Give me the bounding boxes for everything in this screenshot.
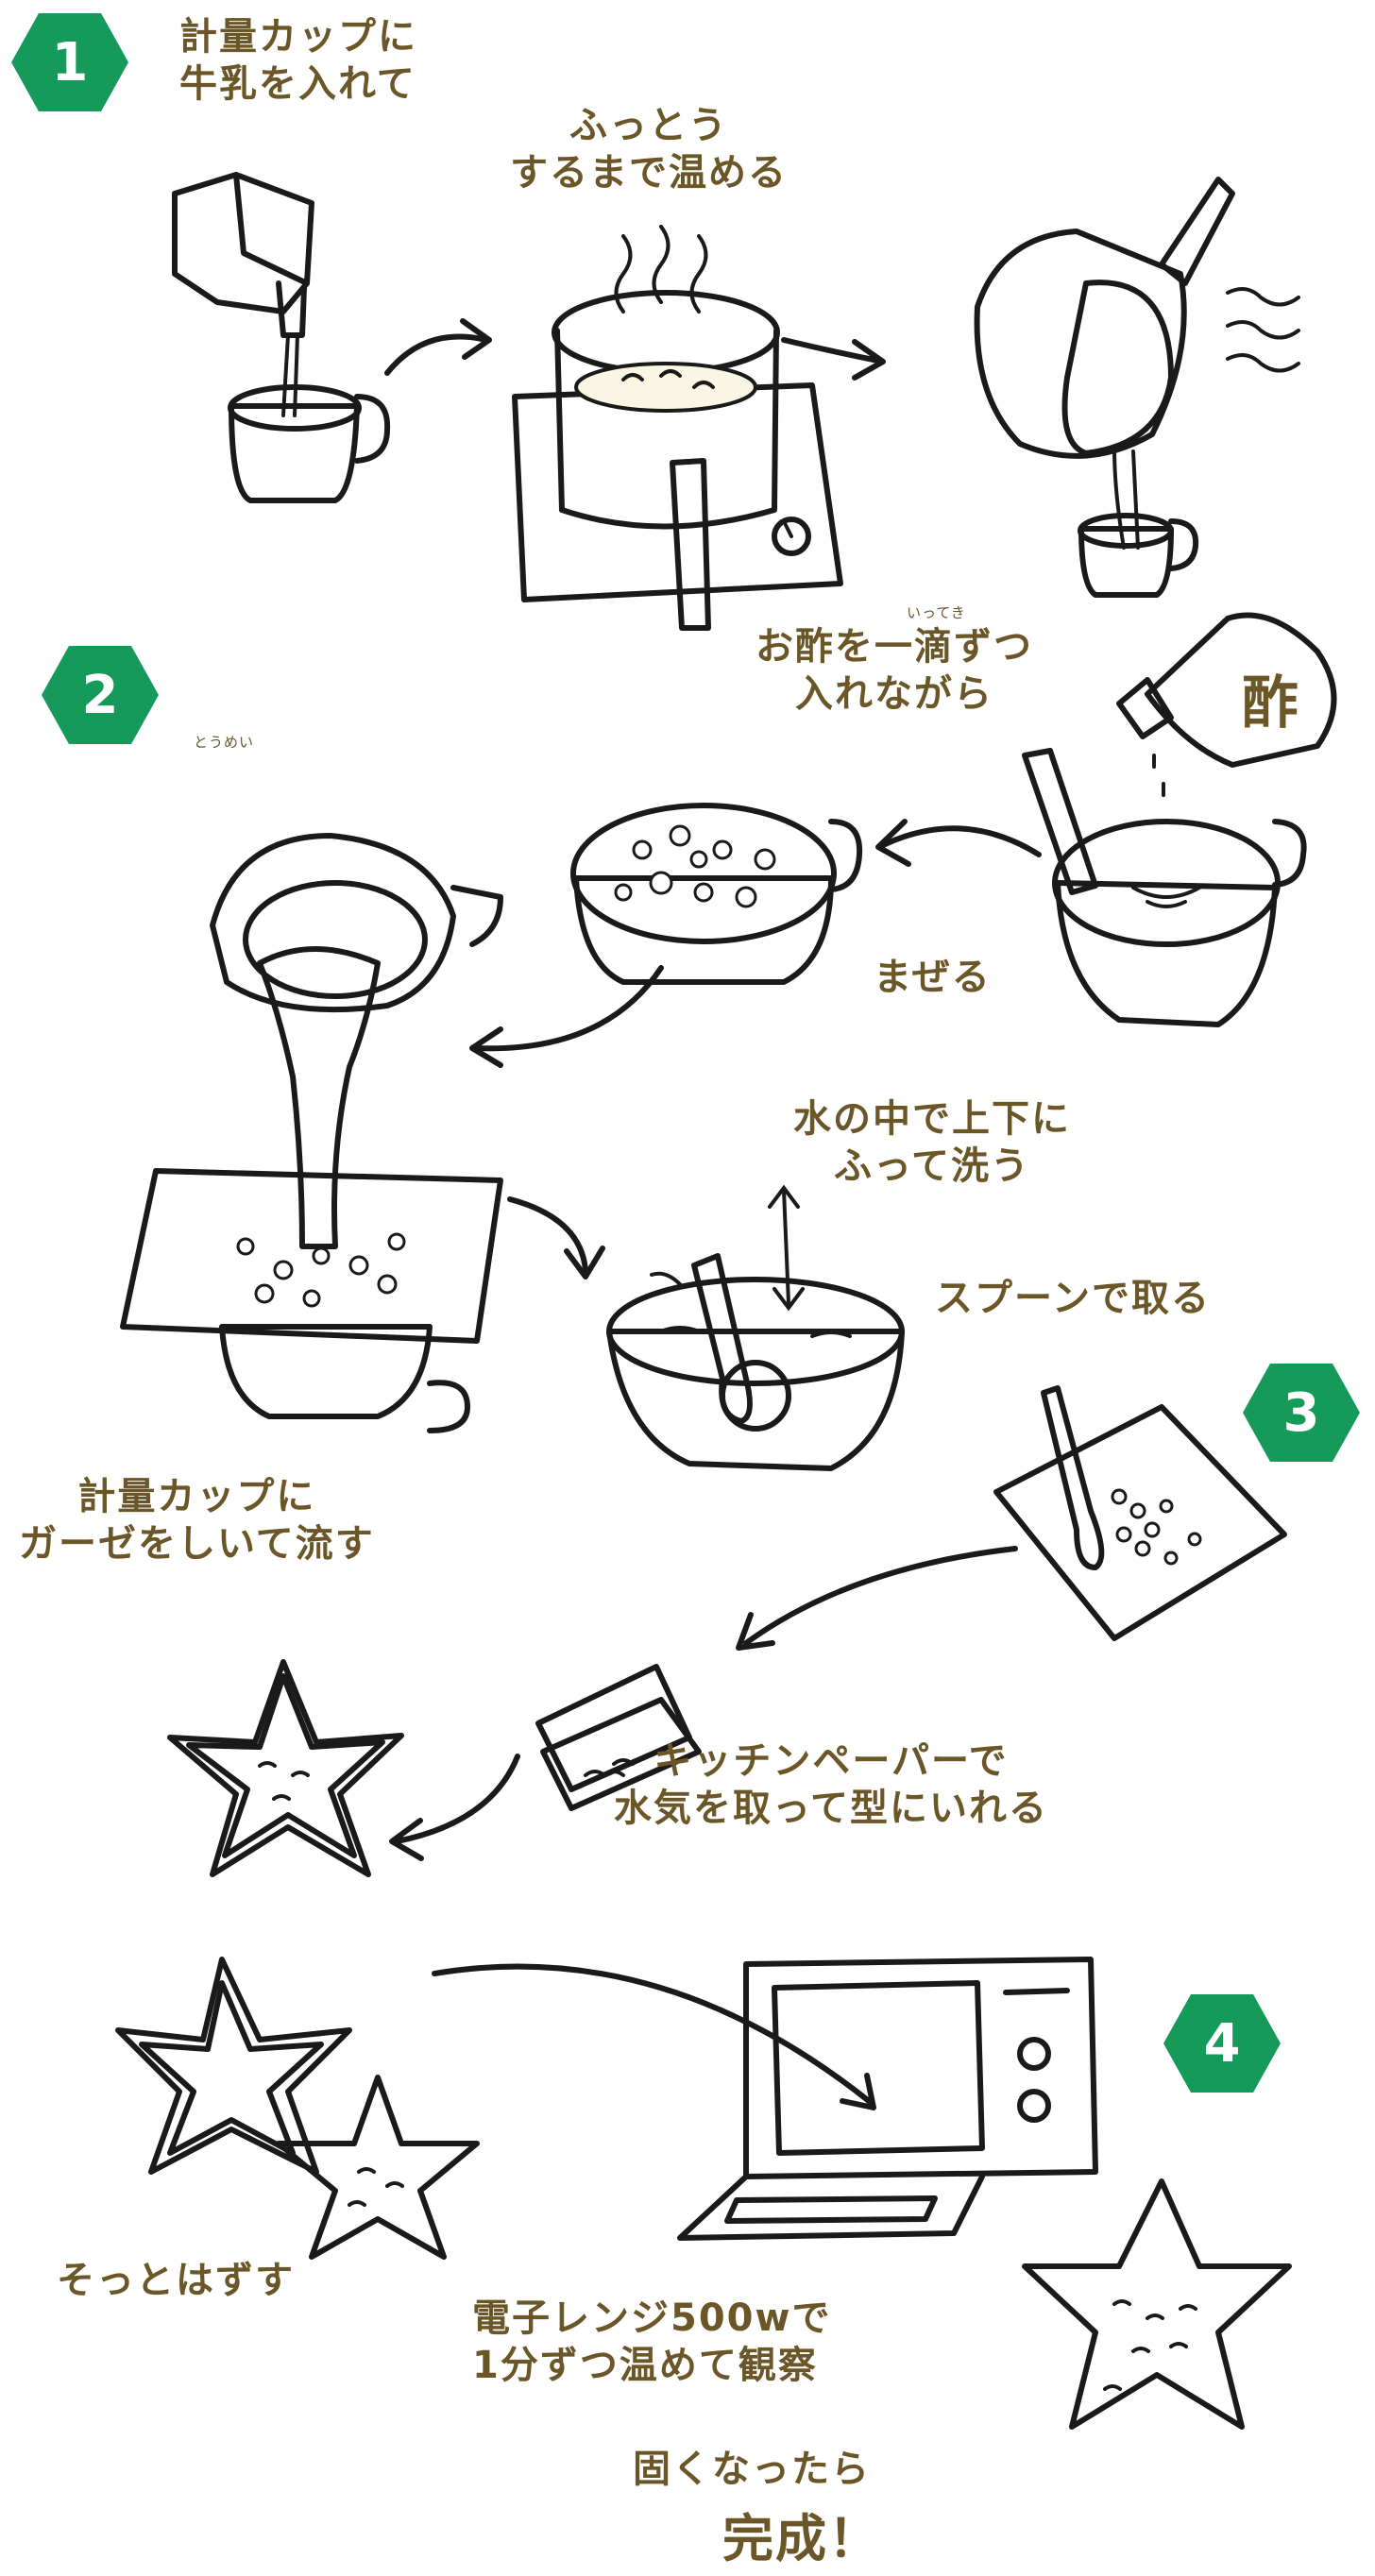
label-gauze-pour: 計量カップに ガーゼをしいて流す xyxy=(19,1475,375,1566)
gauze-cup-icon xyxy=(120,1168,503,1433)
hexagon-icon xyxy=(1163,1994,1281,2093)
arrowhead-icon xyxy=(564,1246,605,1280)
hexagon-icon xyxy=(42,646,159,744)
label-wash: 水の中で上下に ふって洗う xyxy=(793,1097,1071,1188)
label-complete: 完成！ xyxy=(722,2509,881,2568)
pouring-pan-icon xyxy=(974,177,1300,550)
arrow-icon xyxy=(743,1546,1018,1646)
label-add-vinegar: お酢を一滴ずつ 入れながら xyxy=(755,625,1033,716)
arrow-icon xyxy=(781,337,881,364)
step-number: 3 xyxy=(1282,1381,1320,1444)
water-bowl-icon xyxy=(606,1184,905,1471)
empty-star-mold-icon xyxy=(115,1957,352,2175)
curd-pot-icon xyxy=(570,803,863,985)
svg-text:酢: 酢 xyxy=(1242,670,1299,737)
microwave-icon xyxy=(677,1957,1098,2241)
label-scoop-spoon: スプーンで取る xyxy=(935,1277,1211,1320)
arrowhead-icon xyxy=(840,2073,876,2110)
label-measure-milk: 計量カップに 牛乳を入れて xyxy=(179,15,417,106)
arrow-icon xyxy=(432,1963,872,2104)
arrowhead-icon xyxy=(460,318,492,360)
boiling-pot-icon xyxy=(552,225,780,631)
step-badge-3: 3 xyxy=(1239,1360,1364,1466)
arrowhead-icon xyxy=(852,339,886,381)
arrow-icon xyxy=(880,825,1042,857)
hexagon-icon xyxy=(1243,1364,1360,1462)
ruby-clear: とうめい xyxy=(194,734,255,751)
vinegar-bottle-icon: 酢 xyxy=(1116,612,1337,797)
step-number: 2 xyxy=(81,664,119,726)
arrow-icon xyxy=(394,1754,520,1844)
finished-star-icon xyxy=(1022,2178,1292,2430)
arrowhead-icon xyxy=(469,1026,503,1068)
arrowhead-icon xyxy=(875,819,911,867)
milk-carton-icon xyxy=(172,172,314,417)
label-when-hard: 固くなったら xyxy=(633,2448,871,2491)
arrowhead-icon xyxy=(389,1818,424,1861)
step-number: 1 xyxy=(51,31,89,93)
plate-icon xyxy=(993,1385,1287,1641)
pouring-pot-icon xyxy=(210,833,503,1249)
star-mold-icon xyxy=(167,1659,404,1877)
cheese-star-icon xyxy=(276,2075,480,2260)
measuring-cup-icon xyxy=(228,384,391,503)
label-mix: まぜる xyxy=(874,956,992,999)
arrowhead-icon xyxy=(736,1612,775,1651)
label-remove-gently: そっとはずす xyxy=(57,2259,295,2302)
step-number: 4 xyxy=(1203,2012,1241,2075)
arrow-icon xyxy=(474,965,664,1052)
arrow-icon xyxy=(384,333,489,376)
label-microwave: 電子レンジ500wで 1分ずつ温めて観察 xyxy=(472,2296,832,2387)
arrow-icon xyxy=(507,1196,588,1273)
step-badge-4: 4 xyxy=(1160,1991,1284,2096)
step-badge-1: 1 xyxy=(8,9,132,115)
label-kitchen-paper: キッチンペーパーで 水気を取って型にいれる xyxy=(614,1739,1048,1830)
kitchen-paper-icon xyxy=(535,1664,702,1811)
mixing-bowl-icon xyxy=(1022,748,1307,1027)
step-badge-2: 2 xyxy=(38,642,162,748)
label-heat-until-boil: ふっとう するまで温める xyxy=(510,104,788,195)
hexagon-icon xyxy=(11,13,128,111)
ruby-drop: いってき xyxy=(907,604,966,621)
measuring-cup-icon xyxy=(1078,513,1199,598)
